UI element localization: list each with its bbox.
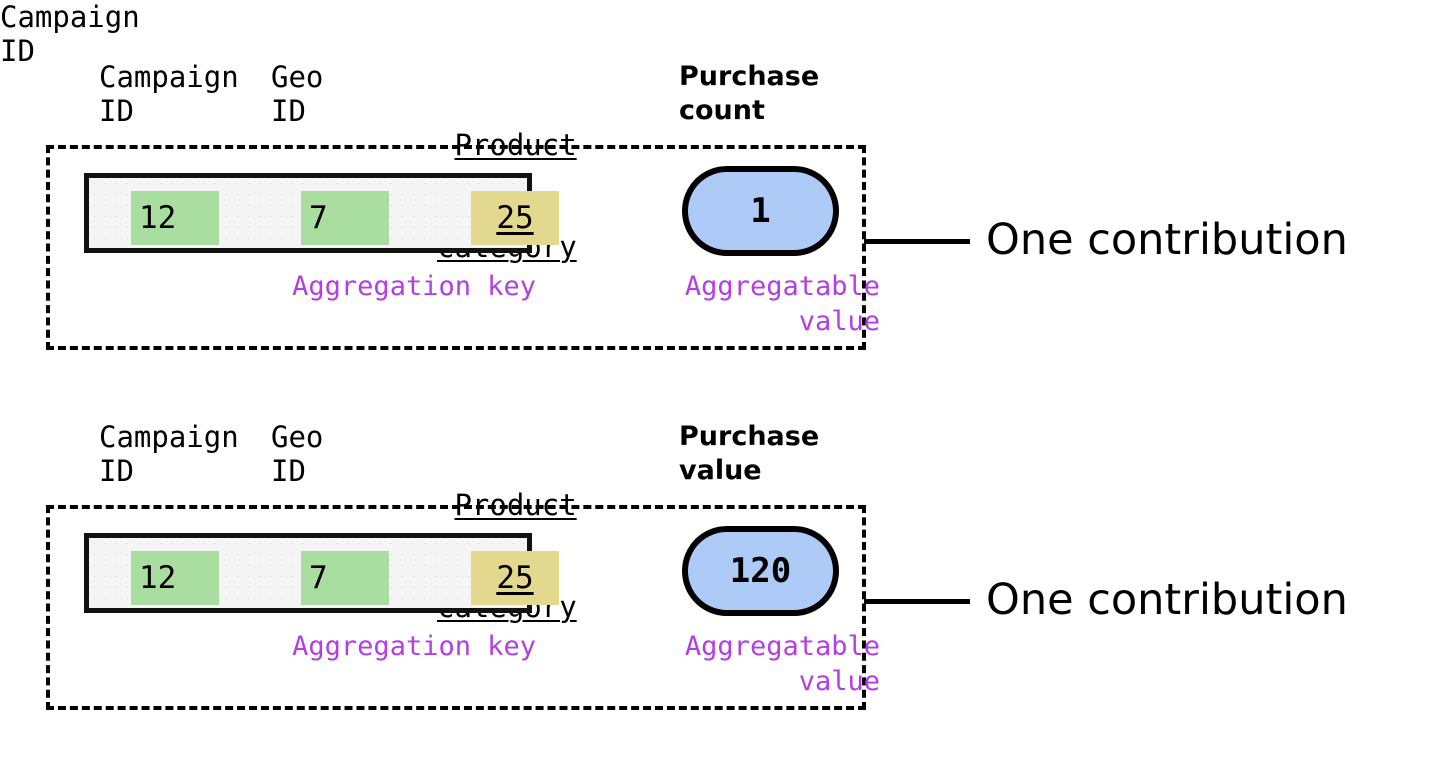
aggregation-key-label-2: Aggregation key — [292, 631, 536, 662]
callout-leader-line-2 — [864, 599, 970, 604]
aggregatable-value-label-1: Aggregatable value — [684, 271, 880, 337]
aggregatable-value-label-2: Aggregatable value — [684, 631, 880, 697]
key-cell-campaign-id-1: 12 — [131, 191, 219, 245]
callout-label-1: One contribution — [986, 215, 1348, 265]
key-cell-product-category-2: 25 — [471, 551, 559, 605]
header-geo-id-2: Geo ID — [271, 420, 324, 488]
contribution-container-1: 12 7 25 1 Aggregation key Aggregatable v… — [46, 145, 880, 350]
aggregatable-value-pill-1: 1 — [682, 166, 839, 256]
aggregatable-value-text-1: 1 — [750, 191, 771, 231]
key-cell-product-category-value-1: 25 — [496, 200, 534, 236]
callout-label-2: One contribution — [986, 575, 1348, 625]
key-cell-campaign-id-2: 12 — [131, 551, 219, 605]
aggregatable-value-text-2: 120 — [729, 551, 792, 591]
aggregation-key-box-1: 12 7 25 — [84, 173, 559, 253]
column-headers-2: Campaign ID Geo ID Product category Purc… — [0, 360, 1442, 624]
aggregation-key-box-2: 12 7 25 — [84, 533, 559, 613]
key-cell-product-category-value-2: 25 — [496, 560, 534, 596]
header-metric-2: Purchase value — [679, 421, 820, 486]
header-campaign-id-text-1: Campaign ID — [99, 60, 239, 128]
aggregatable-value-pill-2: 120 — [682, 526, 839, 616]
aggregation-key-label-1: Aggregation key — [292, 271, 536, 302]
header-campaign-id-1: Campaign ID — [0, 0, 140, 68]
column-headers-1: Campaign ID Campaign ID Geo ID Product c… — [0, 0, 1442, 264]
callout-leader-line-1 — [864, 239, 970, 244]
header-metric-1: Purchase count — [679, 61, 820, 126]
header-geo-id-1: Geo ID — [271, 60, 324, 128]
key-cell-geo-id-2: 7 — [301, 551, 389, 605]
key-cell-product-category-1: 25 — [471, 191, 559, 245]
key-cell-geo-id-1: 7 — [301, 191, 389, 245]
header-campaign-id-2: Campaign ID — [99, 420, 239, 488]
contribution-container-2: 12 7 25 120 Aggregation key Aggregatable… — [46, 505, 880, 710]
